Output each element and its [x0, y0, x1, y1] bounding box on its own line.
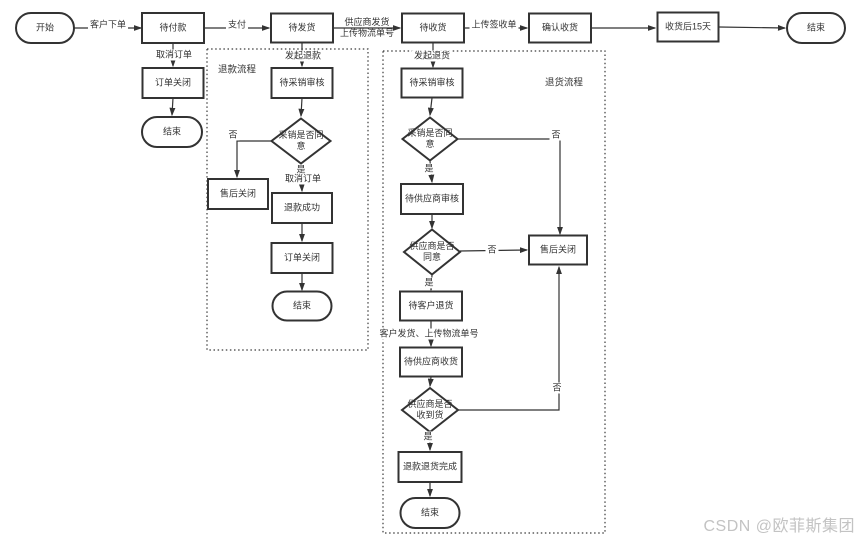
node-end-refund	[271, 290, 333, 322]
node-start	[15, 12, 75, 44]
node-end-cancel	[141, 116, 203, 148]
edge-return-review-to-decision1	[427, 97, 434, 117]
edge-return-decision1-yes	[428, 160, 435, 184]
node-return-decision-purchase	[400, 116, 460, 162]
node-order-closed-cancel	[141, 67, 205, 99]
edge-15days-to-end	[718, 24, 787, 31]
node-refund-return-complete	[397, 451, 463, 483]
edge-refund-decision-no	[234, 140, 271, 179]
node-return-review	[400, 67, 464, 99]
node-supplier-receipt	[399, 346, 463, 378]
edge-return-decision2-yes	[428, 274, 435, 292]
node-confirm-receipt	[528, 12, 592, 44]
group-refund-process	[206, 48, 369, 351]
edge-refund-decision-yes	[298, 163, 305, 193]
node-order-closed-refund	[270, 242, 334, 274]
edge-refund-review-to-decision	[298, 97, 305, 118]
node-end-return	[399, 497, 461, 529]
edge-closed-to-end-cancel	[169, 97, 176, 117]
node-refund-success	[271, 192, 333, 224]
edge-return-decision2-no	[459, 247, 529, 254]
edge-supplier-receipt-to-decision3	[427, 376, 434, 388]
node-refund-review	[270, 67, 334, 99]
node-refund-decision	[269, 117, 333, 165]
watermark: CSDN @欧菲斯集团	[703, 518, 855, 535]
edge-return-decision1-no	[458, 138, 563, 236]
node-pending-payment	[141, 12, 205, 44]
node-receipt-15-days	[656, 11, 720, 43]
node-supplier-review	[400, 183, 464, 215]
node-pending-shipment	[270, 12, 334, 44]
node-return-decision-supplier	[402, 228, 462, 276]
node-end-main	[786, 12, 846, 44]
node-aftersale-closed-refund	[207, 178, 269, 210]
node-pending-receipt	[401, 12, 465, 44]
edge-return-decision3-no	[458, 265, 562, 411]
node-aftersale-closed-return	[528, 234, 588, 266]
node-customer-return	[399, 290, 463, 322]
group-return-process	[382, 50, 606, 534]
node-return-decision-received	[400, 386, 460, 434]
